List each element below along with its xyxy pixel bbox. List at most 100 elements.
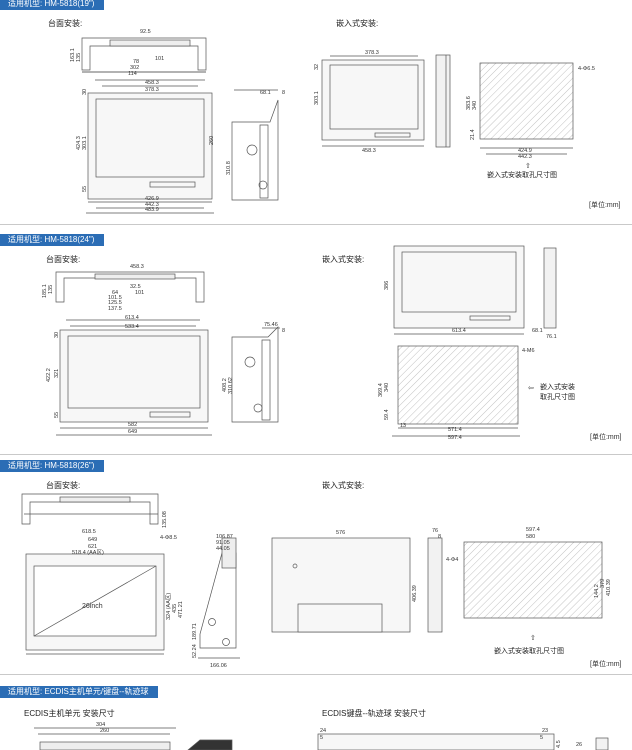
front-dim: 442.3 [145, 202, 159, 208]
front-dim-v: 324 (AA区) [165, 593, 172, 620]
top-dim: 302 [130, 65, 139, 71]
cutout-view [392, 345, 520, 437]
front-dim-v: 30 [54, 332, 60, 338]
cutout-dim-v: 144.2 [594, 584, 600, 598]
embed-dim-v: 406.39 [412, 585, 418, 602]
embed-front-view [393, 245, 557, 335]
kbd-dim: 24 [320, 728, 326, 734]
desk-mount-label: 台面安装: [46, 255, 81, 264]
embed-dim: 378.3 [365, 50, 379, 56]
front-dim: 621 [88, 544, 97, 550]
front-dim: 613.4 [125, 315, 139, 321]
side-dim: 8 [282, 90, 285, 96]
top-dim: 137.5 [108, 306, 122, 312]
kbd-dim: 23 [542, 728, 548, 734]
front-dim-v: 30 [82, 89, 88, 95]
arrow-up-icon: ⇧ [530, 634, 536, 642]
kbd-dim: 5 [320, 735, 323, 741]
top-dim: 458.3 [130, 264, 144, 270]
desk-mount-label: 台面安装: [48, 19, 83, 28]
embed-dim-v: 386 [384, 281, 390, 290]
front-view [24, 513, 165, 655]
front-view [56, 319, 212, 436]
front-dim-v: 303.1 [82, 136, 88, 150]
front-dim-v: 422.2 [46, 368, 52, 382]
embed-dim: 576 [336, 530, 345, 536]
unit-label: [单位:mm] [590, 434, 622, 441]
arrow-left-icon: ⇦ [528, 385, 534, 392]
front-dim: 483.9 [145, 207, 159, 213]
top-view [81, 37, 207, 73]
top-dim: 125.5 [108, 300, 122, 306]
side-dim: 8 [282, 328, 285, 334]
embed-dim-v: 32 [314, 64, 320, 70]
cutout-dim: 4-M6 [522, 348, 535, 354]
cutout-dim: 13 [400, 423, 406, 429]
front-dim: 649 [88, 537, 97, 543]
side-dim-v: 408.2 [222, 378, 228, 392]
embed-mount-label: 嵌入式安装: [322, 481, 365, 490]
cutout-dim: 424.9 [518, 148, 532, 154]
embed-dim-v: 303.1 [314, 91, 320, 105]
screen-size-text: 26inch [82, 603, 103, 610]
cutout-dim-v: 340 [384, 383, 390, 392]
section-hm5818-26: 适用机型: HM-5818(26") 台面安装: 嵌入式安装: 嵌入式安装取孔尺… [0, 458, 632, 675]
front-dim: 458.3 [145, 80, 159, 86]
kbd-dim-v: 4.5 [556, 740, 562, 748]
arrow-up-icon: ⇧ [525, 162, 531, 170]
embed-front-view [321, 55, 425, 147]
front-dim: 618.5 [82, 529, 96, 535]
embed-side-view [435, 54, 451, 148]
front-dim: 518.4 (AA区) [72, 549, 104, 556]
cutout-dim: 597.4 [526, 527, 540, 533]
cutout-dim: 442.3 [518, 154, 532, 160]
side-dim: 166.06 [210, 663, 227, 669]
host-dim: 260 [100, 728, 109, 734]
top-dim: 92.5 [140, 29, 151, 35]
model-tag: 适用机型: HM-5818(24") [0, 234, 105, 246]
side-view [231, 326, 280, 423]
unit-label: [单位:mm] [589, 202, 621, 209]
keyboard-view [317, 733, 609, 750]
hm5818-26-drawings: 135.08 4-Φ8.5 618.5 649 621 518.4 (AA区) … [21, 493, 612, 669]
side-view [231, 89, 279, 201]
side-dim-v: 310.62 [228, 377, 234, 394]
side-view [198, 537, 240, 659]
cutout-dim: 4-Φ6.5 [578, 66, 595, 72]
top-view [55, 271, 205, 303]
cutout-dim-v: 383.6 [466, 96, 472, 110]
model-tag: 适用机型: ECDIS主机单元/键盘--轨迹球 [0, 686, 159, 698]
unit-label: [单位:mm] [590, 661, 622, 668]
desk-mount-label: 台面安装: [46, 481, 81, 490]
top-dim-v: 185.1 [42, 284, 48, 298]
front-dim: 426.9 [145, 196, 159, 202]
side-dim: 106.87 [216, 534, 233, 540]
side-dim-v: 310.8 [226, 161, 232, 175]
cutout-dim-v: 21.4 [470, 129, 476, 140]
front-dim-v: 55 [54, 412, 60, 418]
side-dim: 68.1 [260, 90, 271, 96]
front-dim-v: 471.21 [178, 601, 184, 618]
host-unit-view [34, 727, 233, 750]
side-dim: 75.46 [264, 322, 278, 328]
front-dim: 378.3 [145, 87, 159, 93]
side-dim: 91.05 [216, 540, 230, 546]
host-dim: 304 [96, 722, 105, 728]
cutout-label: 嵌入式安装取孔尺寸图 [540, 384, 575, 401]
kbd-dim: 26 [576, 742, 582, 748]
host-install-label: ECDIS主机单元 安装尺寸 [24, 709, 115, 718]
top-dim: 64 [112, 290, 118, 296]
embed-dim: 76.1 [546, 334, 557, 340]
top-dim: 114 [128, 71, 137, 77]
side-dim: 44.05 [216, 546, 230, 552]
model-tag: 适用机型: HM-5818(19") [0, 0, 105, 10]
side-dim-v: 260 [209, 136, 215, 145]
cutout-dim: 571.4 [448, 427, 462, 433]
front-dim-v: 321 [54, 369, 60, 378]
embed-dim: 8 [438, 534, 441, 540]
hm5818-19-drawings: 92.5 101 78 302 114 163.1 135 458.3 378.… [70, 29, 595, 214]
cutout-dim-v: 369.4 [378, 383, 384, 397]
cutout-label: 嵌入式安装取孔尺寸图 [487, 172, 557, 179]
section-hm5818-19: 适用机型: HM-5818(19") 台面安装: 嵌入式安装: 嵌入式安装取孔尺… [0, 0, 632, 225]
front-dim-v: 435 [172, 604, 178, 613]
